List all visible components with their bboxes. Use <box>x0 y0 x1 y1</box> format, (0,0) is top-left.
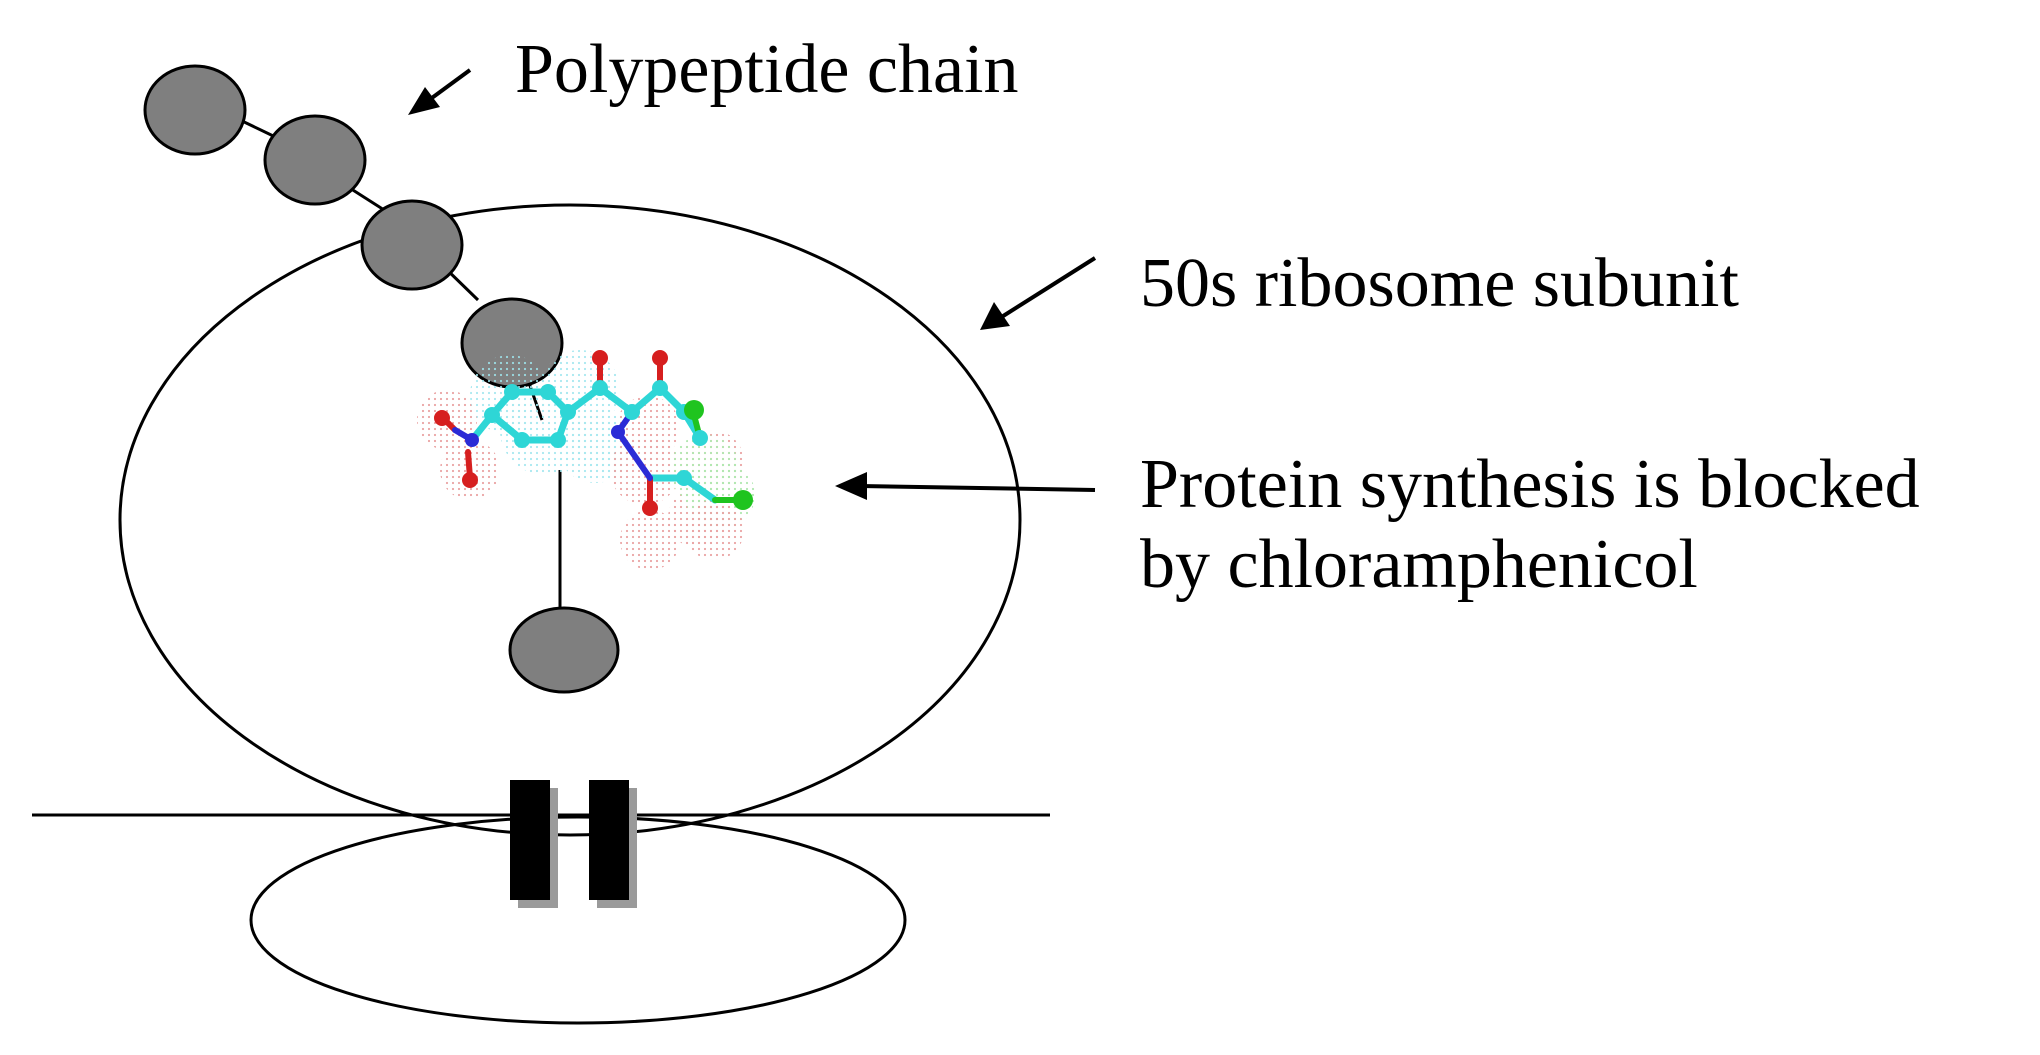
chloramphenicol-molecule <box>417 350 755 570</box>
ribosome-50s-label: 50s ribosome subunit <box>1140 245 1739 322</box>
ribosome-50s-subunit <box>118 203 1022 837</box>
protein-synthesis-label: Protein synthesis is blocked by chloramp… <box>1140 445 1920 605</box>
amino-acid-attached <box>508 606 620 694</box>
arrow-protein-synthesis <box>835 472 1096 500</box>
amino-acid <box>360 199 464 291</box>
polypeptide-chain <box>143 64 564 389</box>
trna-blocks <box>510 780 637 908</box>
amino-acid <box>263 114 367 206</box>
protein-synthesis-label-line2: by chloramphenicol <box>1140 526 1698 603</box>
arrow-ribosome <box>980 256 1097 330</box>
amino-acid <box>143 64 247 156</box>
arrow-polypeptide <box>408 68 472 115</box>
ribosome-small-subunit <box>249 815 907 1025</box>
polypeptide-chain-label: Polypeptide chain <box>515 31 1019 108</box>
protein-synthesis-label-line1: Protein synthesis is blocked <box>1140 446 1920 523</box>
